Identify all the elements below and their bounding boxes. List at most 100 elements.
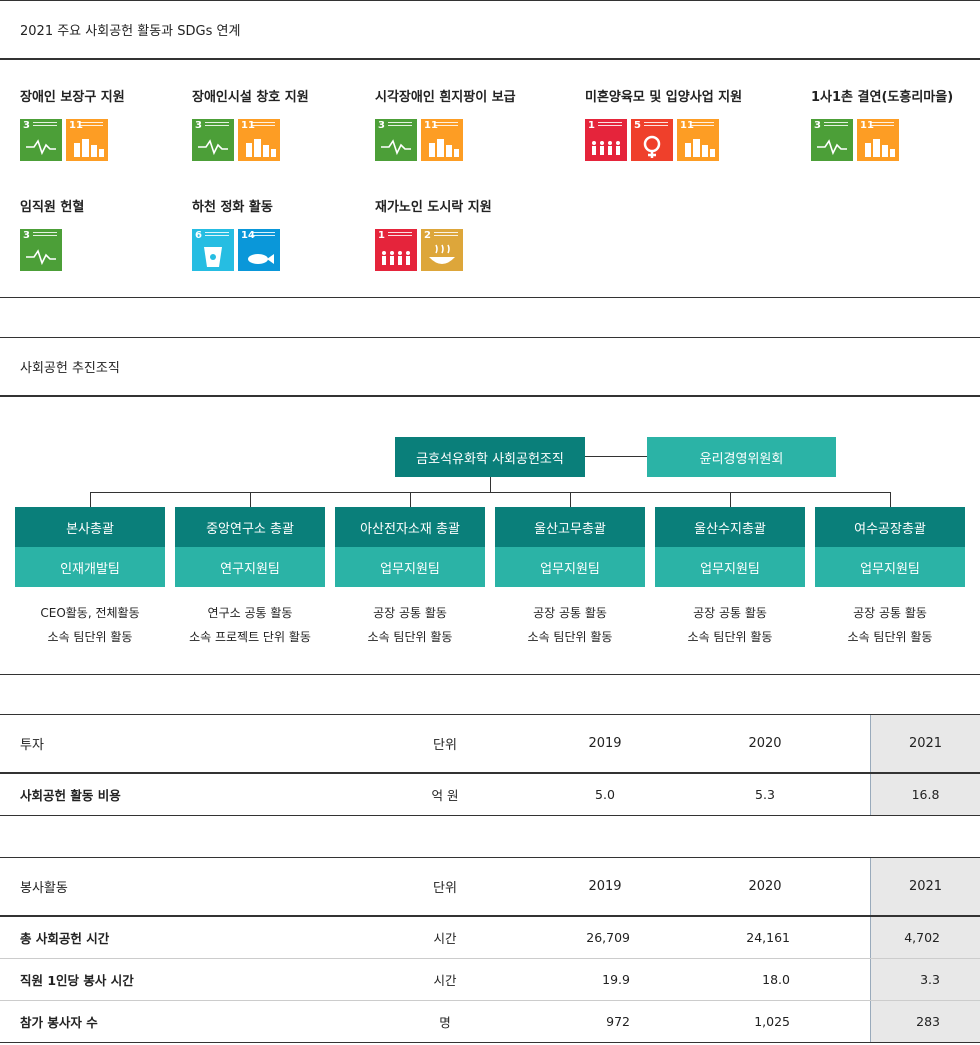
connector-line (585, 456, 647, 457)
desc-line-2: 소속 팀단위 활동 (527, 630, 613, 644)
header-2021: 2021 (870, 715, 980, 772)
org-unit-team-label: 인재개발팀 (60, 561, 120, 577)
org-unit-team: 인재개발팀 (15, 547, 165, 587)
row-2020: 18.0 (762, 972, 790, 987)
sdg-goal-11-icon: 11 (677, 119, 719, 161)
connector-line (410, 492, 411, 507)
sdg-goal-11-icon: 11 (238, 119, 280, 161)
header-unit: 단위 (433, 738, 457, 753)
header-2020: 2020 (748, 879, 782, 894)
activity-title: 장애인 보장구 지원 (20, 90, 125, 105)
org-section-header: 사회공헌 추진조직 (0, 337, 980, 397)
header-name: 투자 (20, 738, 44, 753)
row-unit: 시간 (433, 973, 457, 988)
sdg-goal-2-icon: 2 (421, 229, 463, 271)
org-unit-head: 여수공장총괄 (815, 507, 965, 547)
sdg-section-title: 2021 주요 사회공헌 활동과 SDGs 연계 (20, 24, 241, 39)
org-unit-team-label: 업무지원팀 (700, 561, 760, 577)
desc-line-2: 소속 팀단위 활동 (367, 630, 453, 644)
table-header: 투자 단위 2019 2020 2021 (0, 714, 980, 774)
row-unit: 억 원 (431, 788, 459, 803)
header-2021: 2021 (870, 858, 980, 915)
org-section-title: 사회공헌 추진조직 (20, 361, 120, 376)
table-row: 사회공헌 활동 비용 억 원 5.0 5.3 16.8 (0, 774, 980, 816)
sdg-goal-6-icon: 6 (192, 229, 234, 271)
org-unit-team-label: 업무지원팀 (860, 561, 920, 577)
org-unit-head-label: 본사총괄 (66, 521, 114, 537)
desc-line-2: 소속 팀단위 활동 (47, 630, 133, 644)
committee-box: 윤리경영위원회 (647, 437, 836, 477)
table-header: 봉사활동 단위 2019 2020 2021 (0, 857, 980, 917)
org-unit-team-label: 업무지원팀 (540, 561, 600, 577)
sdg-goal-5-icon: 5 (631, 119, 673, 161)
sdg-goal-3-icon: 3 (375, 119, 417, 161)
sdg-goal-11-icon: 11 (857, 119, 899, 161)
volunteer-table: 봉사활동 단위 2019 2020 2021 총 사회공헌 시간 시간 26,7… (0, 857, 980, 1043)
activity-title: 임직원 헌혈 (20, 200, 85, 215)
sdg-goal-1-icon: 1 (375, 229, 417, 271)
org-unit-head-label: 아산전자소재 총괄 (360, 521, 460, 537)
row-unit: 명 (439, 1015, 451, 1030)
sdg-goal-1-icon: 1 (585, 119, 627, 161)
connector-line (250, 492, 251, 507)
connector-line (90, 492, 91, 507)
org-unit-head: 울산수지총괄 (655, 507, 805, 547)
row-unit: 시간 (433, 931, 457, 946)
connector-line (730, 492, 731, 507)
row-2020: 5.3 (755, 787, 775, 802)
row-2020: 24,161 (746, 930, 790, 945)
org-unit-head-label: 중앙연구소 총괄 (206, 521, 294, 537)
row-2021: 3.3 (870, 959, 980, 1000)
committee-label: 윤리경영위원회 (699, 451, 784, 467)
org-unit-head: 본사총괄 (15, 507, 165, 547)
desc-line-1: CEO활동, 전체활동 (40, 606, 140, 620)
desc-line-1: 공장 공통 활동 (853, 606, 927, 620)
table-row: 참가 봉사자 수 명 972 1,025 283 (0, 1001, 980, 1043)
desc-line-1: 연구소 공통 활동 (207, 606, 293, 620)
row-name: 총 사회공헌 시간 (20, 931, 110, 946)
sdg-goal-3-icon: 3 (811, 119, 853, 161)
desc-line-2: 소속 프로젝트 단위 활동 (189, 630, 311, 644)
org-unit-head-label: 울산수지총괄 (694, 521, 766, 537)
desc-line-2: 소속 팀단위 활동 (847, 630, 933, 644)
org-unit-head-label: 여수공장총괄 (854, 521, 926, 537)
header-2020: 2020 (748, 736, 782, 751)
row-2021: 4,702 (870, 917, 980, 958)
org-unit-team: 연구지원팀 (175, 547, 325, 587)
org-unit-team-label: 업무지원팀 (380, 561, 440, 577)
sdg-goal-11-icon: 11 (66, 119, 108, 161)
connector-line (490, 477, 491, 492)
row-2019: 26,709 (586, 930, 630, 945)
table-row: 직원 1인당 봉사 시간 시간 19.9 18.0 3.3 (0, 959, 980, 1001)
desc-line-1: 공장 공통 활동 (533, 606, 607, 620)
activity-title: 하천 정화 활동 (192, 200, 273, 215)
row-2019: 5.0 (595, 787, 615, 802)
org-top-label: 금호석유화학 사회공헌조직 (416, 451, 564, 467)
row-2020: 1,025 (754, 1014, 790, 1029)
sdg-goal-3-icon: 3 (20, 229, 62, 271)
desc-line-2: 소속 팀단위 활동 (687, 630, 773, 644)
org-top-box: 금호석유화학 사회공헌조직 (395, 437, 585, 477)
sdg-goal-3-icon: 3 (20, 119, 62, 161)
header-2019: 2019 (588, 736, 622, 751)
activity-title: 미혼양육모 및 입양사업 지원 (585, 90, 743, 105)
table-row: 총 사회공헌 시간 시간 26,709 24,161 4,702 (0, 917, 980, 959)
row-2021: 283 (870, 1001, 980, 1042)
org-unit-team: 업무지원팀 (655, 547, 805, 587)
activity-title: 재가노인 도시락 지원 (375, 200, 492, 215)
org-unit-head: 아산전자소재 총괄 (335, 507, 485, 547)
activity-title: 1사1촌 결연(도흥리마을) (811, 90, 954, 105)
investment-table: 투자 단위 2019 2020 2021 사회공헌 활동 비용 억 원 5.0 … (0, 714, 980, 816)
